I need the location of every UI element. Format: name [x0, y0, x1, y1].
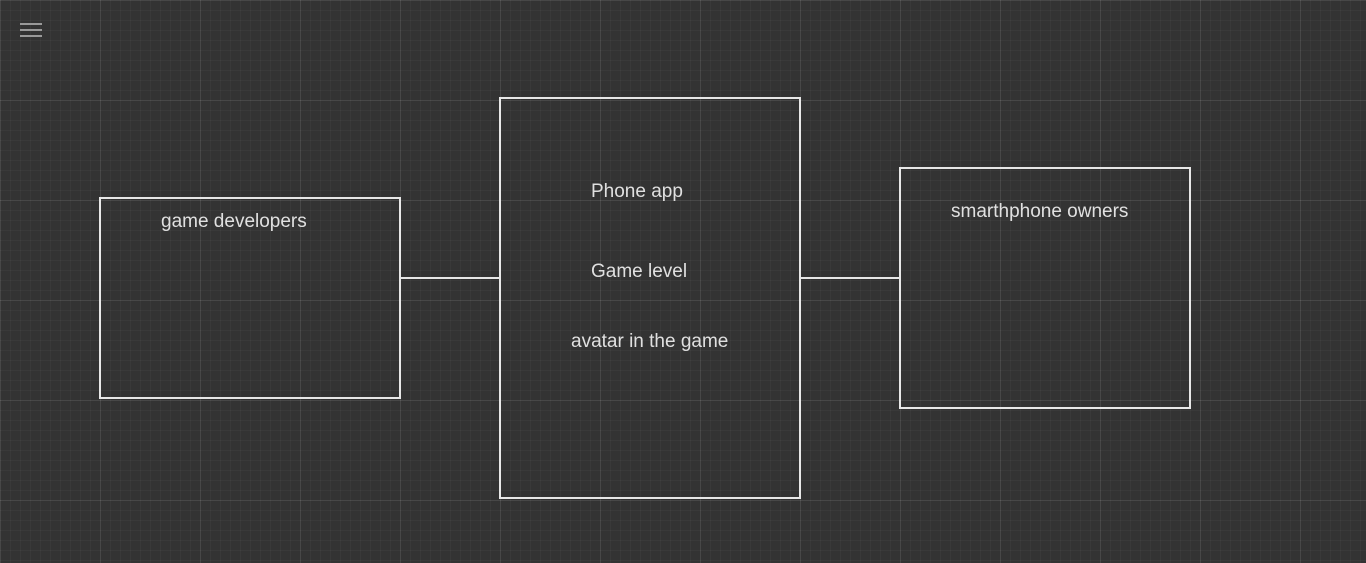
central-item-avatar[interactable]: avatar in the game	[571, 331, 729, 352]
hamburger-menu-icon[interactable]	[18, 20, 46, 42]
node-central[interactable]	[499, 97, 801, 499]
node-smartphone-owners[interactable]	[899, 167, 1191, 409]
node-game-developers[interactable]	[99, 197, 401, 399]
connector-center-right[interactable]	[801, 277, 899, 279]
connector-left-center[interactable]	[401, 277, 499, 279]
node-smartphone-owners-label[interactable]: smarthphone owners	[951, 201, 1129, 222]
central-item-game-level[interactable]: Game level	[591, 261, 688, 282]
node-game-developers-label[interactable]: game developers	[161, 211, 307, 232]
central-item-phone-app[interactable]: Phone app	[591, 181, 683, 202]
